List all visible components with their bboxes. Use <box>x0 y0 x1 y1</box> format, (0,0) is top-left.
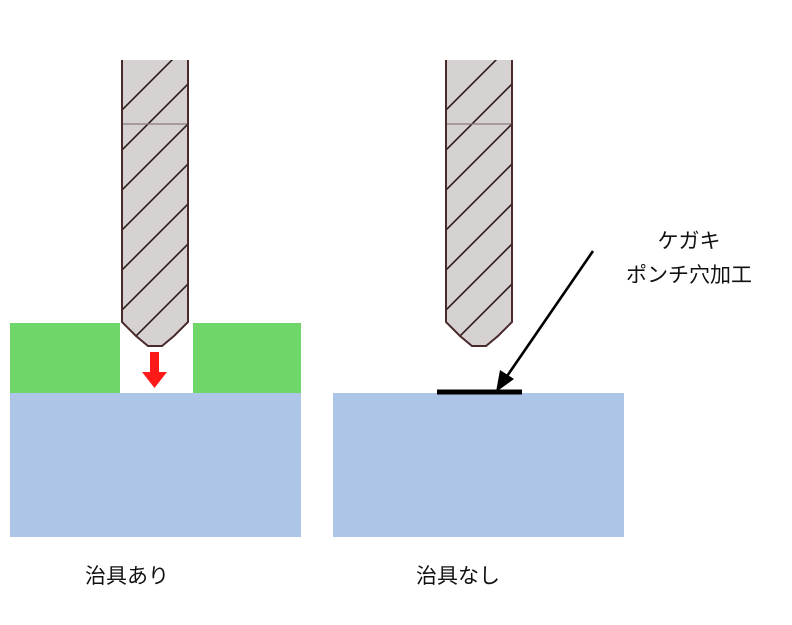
punch-left <box>121 60 189 347</box>
caption-without-jig: 治具なし <box>416 564 500 588</box>
punch-right <box>445 60 513 347</box>
arrow-pointer-icon <box>496 250 595 392</box>
jig-right-block <box>193 323 301 393</box>
caption-with-jig: 治具あり <box>85 564 169 588</box>
callout-label: ケガキ ポンチ穴加工 <box>596 224 782 292</box>
with-jig-scene <box>10 60 301 537</box>
without-jig-scene <box>333 60 624 537</box>
workpiece-left <box>10 393 301 537</box>
arrow-down-icon <box>142 352 167 388</box>
callout-line-1: ケガキ <box>657 229 721 253</box>
jig-left-block <box>10 323 120 393</box>
callout-line-2: ポンチ穴加工 <box>626 263 752 287</box>
workpiece-right <box>333 393 624 537</box>
